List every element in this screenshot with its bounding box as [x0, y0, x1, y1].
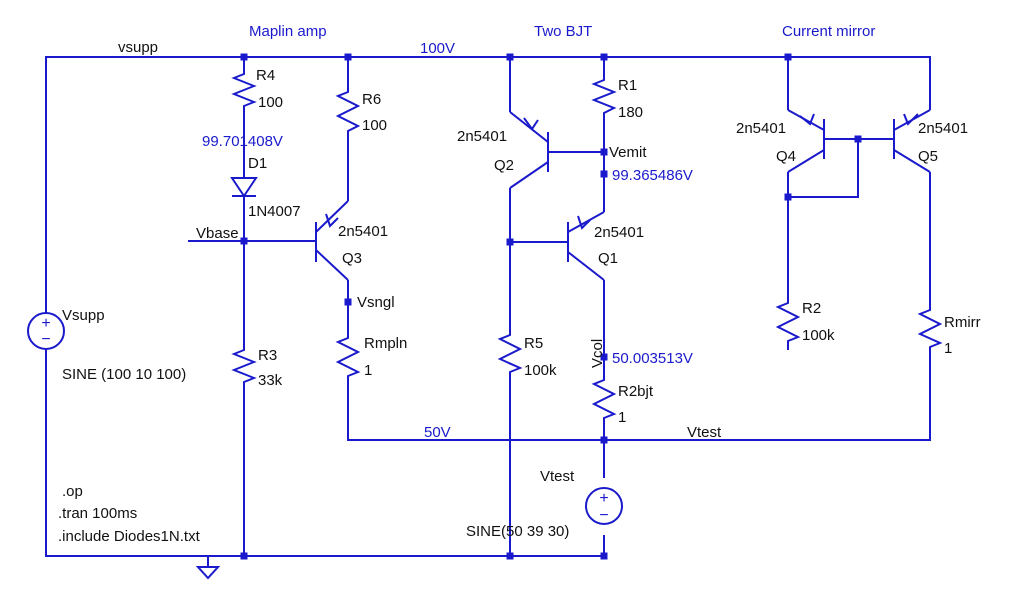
resistor-r3-icon [231, 345, 257, 385]
junction-dot [506, 238, 514, 246]
directive-op: .op [62, 483, 83, 500]
label-q4-name: Q4 [776, 148, 796, 165]
resistor-r4-icon [231, 70, 257, 110]
label-r1-name: R1 [618, 77, 637, 94]
section-title-mirror: Current mirror [782, 23, 875, 40]
junction-dot [854, 135, 862, 143]
junction-dot [506, 53, 514, 61]
wires [45, 56, 931, 566]
resistors [231, 70, 943, 422]
label-vtest-name: Vtest [540, 468, 575, 485]
resistor-rmirr-icon [917, 305, 943, 350]
label-d1-name: D1 [248, 155, 267, 172]
label-r2-value: 100k [802, 327, 835, 344]
resistor-r2-icon [775, 298, 801, 345]
directive-tran: .tran 100ms [58, 505, 137, 522]
label-q5-name: Q5 [918, 148, 938, 165]
label-rmpln-name: Rmpln [364, 335, 407, 352]
readout-vcol: 50.003513V [612, 350, 693, 367]
label-vsupp-name: Vsupp [62, 307, 105, 324]
label-r2bjt-value: 1 [618, 409, 626, 426]
transistor-q1-icon [567, 211, 605, 281]
section-title-twobjt: Two BJT [534, 23, 592, 40]
resistor-r6-icon [335, 85, 361, 138]
label-q3-model: 2n5401 [338, 223, 388, 240]
label-r3-value: 33k [258, 372, 283, 389]
label-r6-name: R6 [362, 91, 381, 108]
resistor-r5-icon [497, 330, 523, 375]
resistor-r1-icon [591, 75, 617, 120]
junction-dot [240, 53, 248, 61]
net-label-vemit: Vemit [609, 144, 647, 161]
junction-dot [600, 552, 608, 560]
junctions [240, 53, 862, 560]
net-label-50v: 50V [424, 424, 451, 441]
label-r3-name: R3 [258, 347, 277, 364]
junction-dot [600, 353, 608, 361]
junction-dot [506, 552, 514, 560]
label-d1-model: 1N4007 [248, 203, 301, 220]
label-rmirr-value: 1 [944, 340, 952, 357]
wire-mirror-diode [788, 139, 859, 198]
label-r2bjt-name: R2bjt [618, 383, 654, 400]
label-rmirr-name: Rmirr [944, 314, 981, 331]
directive-include: .include Diodes1N.txt [58, 528, 201, 545]
svg-text:−: − [41, 331, 50, 348]
resistor-rmpln-icon [335, 333, 361, 380]
label-r5-name: R5 [524, 335, 543, 352]
wire-bottom-rail [45, 348, 605, 557]
junction-dot [240, 552, 248, 560]
transistor-q4-icon [787, 109, 825, 173]
label-q2-model: 2n5401 [457, 128, 507, 145]
junction-dot [600, 53, 608, 61]
ground-icon [195, 566, 221, 580]
net-label-vcol: Vcol [589, 339, 606, 368]
label-q3-name: Q3 [342, 250, 362, 267]
readout-d1-anode: 99.701408V [202, 133, 283, 150]
transistor-q2-icon [509, 111, 549, 189]
junction-dot [784, 53, 792, 61]
junction-dot [600, 148, 608, 156]
label-vsupp-value: SINE (100 10 100) [62, 366, 186, 383]
junction-dot [600, 436, 608, 444]
label-q1-name: Q1 [598, 250, 618, 267]
junction-dot [344, 53, 352, 61]
readout-vemit: 99.365486V [612, 167, 693, 184]
label-r4-value: 100 [258, 94, 283, 111]
diode-d1-icon [230, 177, 258, 198]
resistor-r2bjt-icon [591, 358, 617, 422]
wire-top-rail [45, 56, 931, 314]
label-q4-model: 2n5401 [736, 120, 786, 137]
net-label-100v: 100V [420, 40, 455, 57]
junction-dot [240, 237, 248, 245]
label-vtest-value: SINE(50 39 30) [466, 523, 569, 540]
net-label-vsupp: vsupp [118, 39, 158, 56]
net-label-vbase: Vbase [196, 225, 239, 242]
label-r2-name: R2 [802, 300, 821, 317]
net-label-vsngl: Vsngl [357, 294, 395, 311]
transistor-q3-icon [315, 200, 349, 281]
label-q5-model: 2n5401 [918, 120, 968, 137]
label-r1-value: 180 [618, 104, 643, 121]
label-q2-name: Q2 [494, 157, 514, 174]
label-r5-value: 100k [524, 362, 557, 379]
label-r4-name: R4 [256, 67, 275, 84]
label-rmpln-value: 1 [364, 362, 372, 379]
svg-text:+: + [599, 490, 608, 507]
transistor-q5-icon [893, 109, 931, 173]
net-label-vtest: Vtest [687, 424, 722, 441]
label-q1-model: 2n5401 [594, 224, 644, 241]
section-title-maplin: Maplin amp [249, 23, 327, 40]
wire-50v-rail [347, 350, 931, 441]
label-r6-value: 100 [362, 117, 387, 134]
junction-dot [784, 193, 792, 201]
junction-dot [600, 170, 608, 178]
junction-dot [344, 298, 352, 306]
transistors [315, 109, 931, 281]
svg-text:−: − [599, 507, 608, 524]
voltage-source-vtest-icon: + − [585, 487, 623, 525]
voltage-source-vsupp-icon: + − [27, 312, 65, 350]
svg-text:+: + [41, 315, 50, 332]
